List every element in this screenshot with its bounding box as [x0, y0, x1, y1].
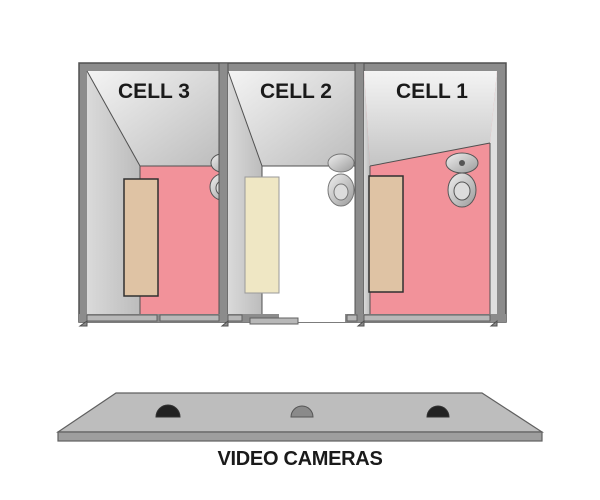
door-grate — [159, 314, 220, 322]
door-grate — [227, 314, 243, 322]
cell-ceiling — [228, 71, 355, 166]
cell-3: CELL 3 — [86, 70, 235, 314]
camera-dome-icon — [155, 404, 181, 418]
bench — [368, 175, 404, 293]
cell-block: CELL 3 CELL 2 — [78, 62, 507, 327]
door-grate — [363, 314, 491, 322]
toilet-icon — [327, 153, 355, 207]
camera-bar-front — [57, 431, 543, 442]
cell-side-wall — [490, 71, 497, 314]
camera-dome-icon — [290, 405, 314, 418]
cell-label: CELL 3 — [118, 80, 190, 103]
bench — [244, 176, 280, 294]
cell-ceiling — [364, 71, 497, 166]
toilet-icon — [445, 152, 479, 208]
cell-doors — [78, 314, 506, 327]
door-grate — [86, 314, 158, 322]
divider-wall — [354, 62, 365, 323]
door-grate — [346, 314, 358, 322]
divider-wall — [218, 62, 229, 323]
camera-mount — [56, 392, 545, 442]
cell-ceiling — [87, 71, 219, 166]
cell-label: CELL 1 — [396, 80, 468, 103]
video-cameras-caption: VIDEO CAMERAS — [217, 448, 383, 470]
cell-2: CELL 2 — [227, 70, 355, 314]
bench — [123, 178, 159, 297]
cell-1: CELL 1 — [364, 71, 497, 314]
camera-dome-icon — [426, 405, 450, 418]
cell-label: CELL 2 — [260, 80, 332, 103]
